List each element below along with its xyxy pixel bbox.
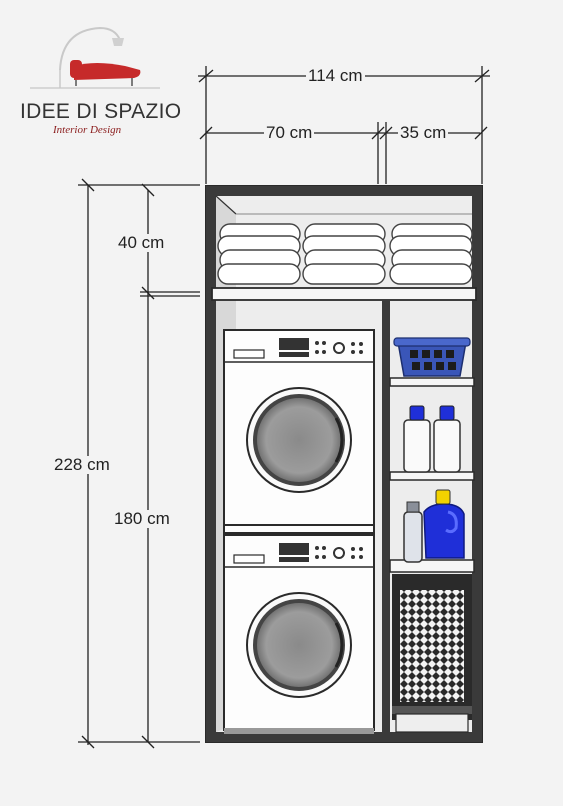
total-width-label: 114 cm <box>306 66 365 85</box>
detergent-bottle <box>423 489 465 559</box>
towels <box>217 223 473 285</box>
brand-tagline: Interior Design <box>53 124 122 136</box>
total-height-label: 228 cm <box>52 455 112 474</box>
laundry-basket <box>393 337 471 377</box>
washer-width-label: 70 cm <box>264 123 315 142</box>
brand-name: IDEE DI SPAZIO <box>20 100 182 123</box>
dimension-lines <box>78 66 490 749</box>
bottles <box>403 405 461 563</box>
logo-icon <box>30 26 160 89</box>
washer-stack-height-label: 180 cm <box>112 509 172 528</box>
top-shelf-height-label: 40 cm <box>116 233 167 252</box>
hamper <box>392 574 472 733</box>
washing-machines <box>222 328 376 734</box>
shelf-width-label: 35 cm <box>398 123 449 142</box>
